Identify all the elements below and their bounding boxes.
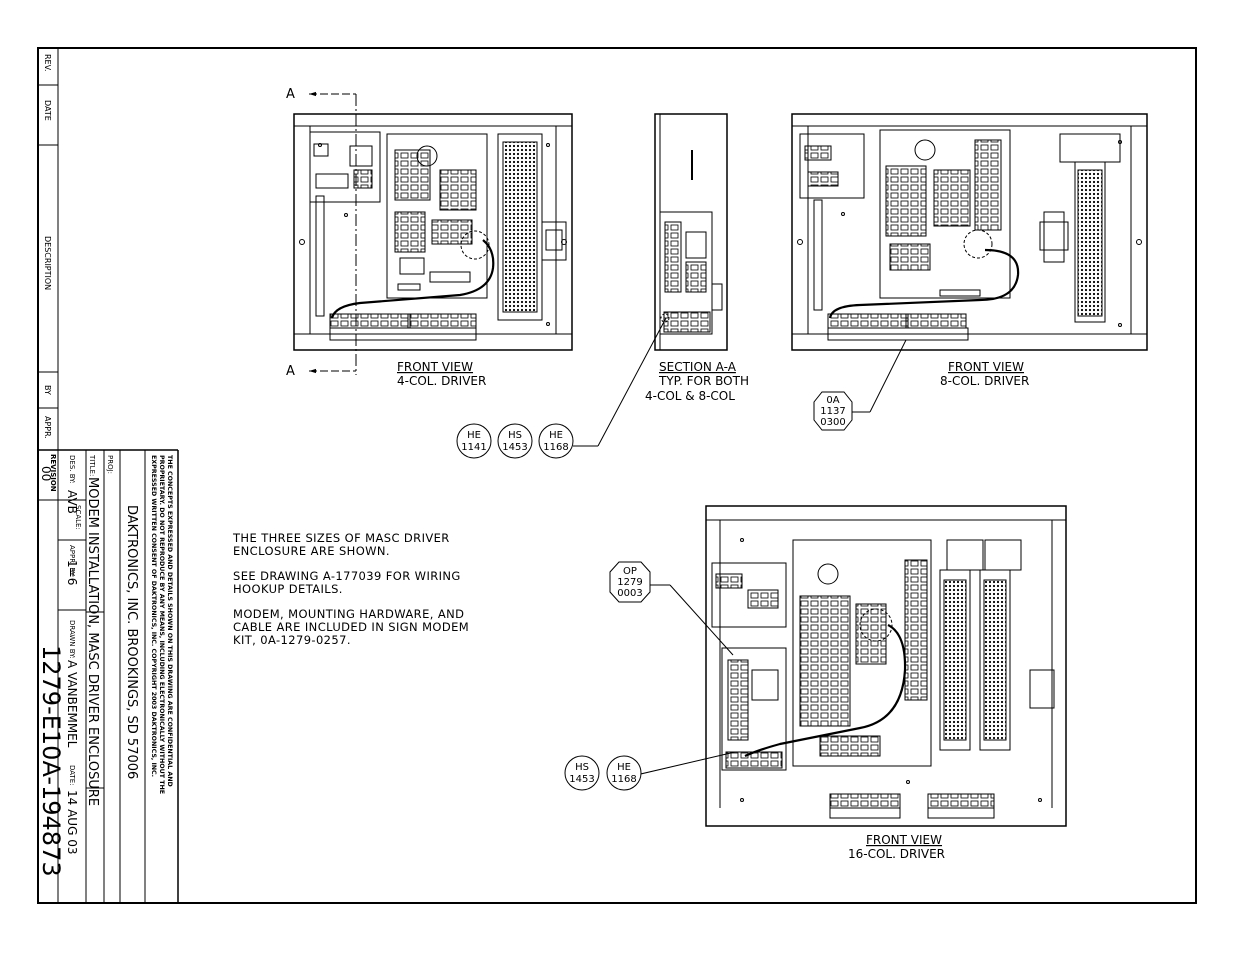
appr-header: APPR. [43,416,52,439]
svg-text:HE: HE [549,430,563,441]
sheet-border [37,47,1197,904]
general-notes: THE THREE SIZES OF MASC DRIVER ENCLOSURE… [233,532,533,659]
revision-block: REV. DATE DESCRIPTION BY APPR. [38,48,178,451]
section-view-line3: 4-COL & 8-COL [645,389,735,403]
eight-col-view-subtitle: 8-COL. DRIVER [940,374,1029,388]
svg-text:1279: 1279 [617,577,642,588]
callout-he-1168-sixteen: HE 1168 [606,755,642,791]
eight-col-driver-view [791,113,1148,351]
svg-text:0003: 0003 [617,588,642,599]
callout-he-1168: HE 1168 [538,423,574,459]
proj-label: PROJ: [106,455,114,474]
sixteen-col-view-title: FRONT VIEW [866,833,942,847]
svg-text:OP: OP [623,566,637,577]
drawing-title: MODEM INSTALLATION, MASC DRIVER ENCLOSUR… [85,477,100,806]
callout-he-1141: HE 1141 [456,423,492,459]
sixteen-col-view-subtitle: 16-COL. DRIVER [848,847,945,861]
company-name: DAKTRONICS, INC. BROOKINGS, SD 57006 [124,505,139,779]
section-view-title: SECTION A-A [659,360,737,374]
callout-hs-1453-sixteen: HS 1453 [564,755,600,791]
date-value: 14 AUG 03 [65,790,79,854]
svg-text:HS: HS [575,762,589,773]
callout-op-1279-0003: OP 1279 0003 [609,561,651,603]
callout-oa-1137-0300: 0A 1137 0300 [813,391,853,431]
revision-value: 00 [39,466,53,481]
note-1: THE THREE SIZES OF MASC DRIVER ENCLOSURE… [233,531,450,558]
four-col-driver-view [293,91,573,375]
section-a-a-view [654,113,728,351]
title-block: THE CONCEPTS EXPRESSED AND DETAILS SHOWN… [37,450,179,903]
eight-col-view-title: FRONT VIEW [948,360,1024,374]
svg-text:1168: 1168 [611,774,636,785]
svg-text:1453: 1453 [569,774,594,785]
date-header: DATE [43,100,52,121]
svg-text:1141: 1141 [461,442,486,453]
date-label: DATE: [68,765,76,786]
drawn-by-value: A VANBEMMEL [65,660,79,748]
section-view-line2: TYP. FOR BOTH [658,374,749,388]
section-mark-top: A [286,87,295,102]
svg-text:HE: HE [617,762,631,773]
confidentiality-line-2: PROPRIETARY. DO NOT REPRODUCE BY ANY MEA… [158,455,165,794]
drawn-by-label: DRAWN BY: [68,620,76,659]
des-by-label: DES. BY: [68,455,76,484]
scale-label: SCALE: [74,505,82,530]
revision-label: REVISION [49,454,57,492]
four-col-view-title: FRONT VIEW [397,360,473,374]
title-label: TITLE: [88,454,96,476]
svg-text:0A: 0A [826,395,839,406]
svg-text:1168: 1168 [543,442,568,453]
by-header: BY [43,385,52,395]
sixteen-col-driver-view [705,505,1067,827]
svg-text:1137: 1137 [820,406,845,417]
description-header: DESCRIPTION [43,236,52,290]
rev-header: REV. [43,54,52,72]
svg-text:1453: 1453 [502,442,527,453]
confidentiality-line-3: EXPRESSED WRITTEN CONSENT OF DAKTRONICS,… [150,455,157,777]
confidentiality-line-1: THE CONCEPTS EXPRESSED AND DETAILS SHOWN… [166,455,173,787]
svg-text:HE: HE [467,430,481,441]
four-col-view-subtitle: 4-COL. DRIVER [397,374,486,388]
callout-hs-1453: HS 1453 [497,423,533,459]
note-2: SEE DRAWING A-177039 FOR WIRING HOOKUP D… [233,569,461,596]
drawing-number: 1279-E10A-194873 [37,645,65,877]
note-3: MODEM, MOUNTING HARDWARE, AND CABLE ARE … [233,607,470,647]
scale-value: 1=6 [65,560,79,585]
section-mark-bottom: A [286,364,295,379]
svg-text:HS: HS [508,430,522,441]
des-by-value: AVB [65,490,79,514]
svg-text:0300: 0300 [820,417,845,428]
appr-by-label: APPR. BY: [68,545,76,577]
